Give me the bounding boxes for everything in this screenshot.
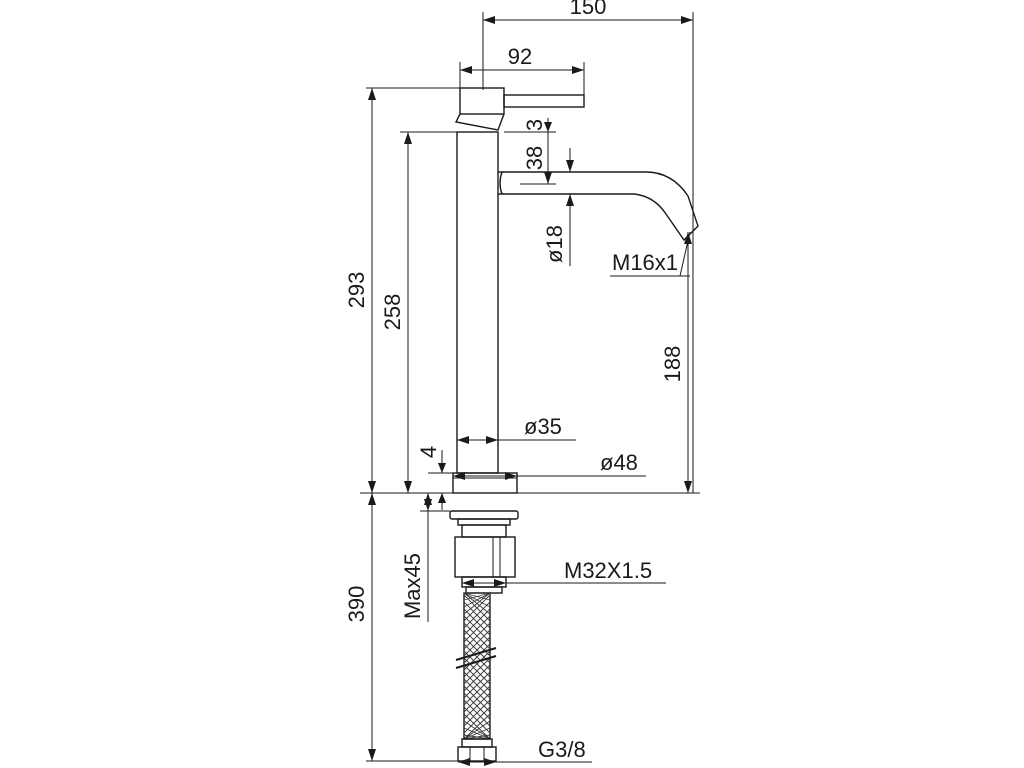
braid-strand	[463, 657, 491, 685]
braid-strand	[463, 727, 491, 740]
braid-strand	[463, 636, 491, 664]
braid-strand	[463, 678, 491, 706]
spout	[498, 171, 699, 242]
dim-spout-height: 188	[660, 346, 685, 383]
braid-strand	[463, 592, 491, 615]
handle-cap	[459, 87, 505, 115]
dimension-labels: 150 92 293 258 3 38 ø18 M16x1 188 ø35 ø4…	[344, 0, 685, 762]
braid-strand	[463, 685, 491, 713]
dim-base-thickness: 4	[416, 446, 441, 458]
braid-strand	[463, 594, 491, 622]
dim-spout-gap: 38	[522, 146, 547, 170]
dim-aerator-thread: M16x1	[612, 250, 678, 275]
washer	[449, 510, 519, 520]
faucet-body	[456, 131, 499, 474]
faucet-outline	[360, 87, 700, 762]
break-mark-2	[455, 655, 497, 669]
hose-braid	[463, 592, 491, 740]
dim-hose-thread: G3/8	[538, 737, 586, 762]
braid-strand	[463, 622, 491, 650]
dim-hose-length: 390	[344, 586, 369, 623]
hose-end-nut	[457, 746, 497, 762]
braid-strand	[463, 713, 491, 740]
dim-spout-diameter: ø18	[542, 225, 567, 263]
dim-height-total: 293	[344, 272, 369, 309]
braid-strand	[463, 706, 491, 734]
washer-2	[457, 518, 511, 526]
dimension-lines	[366, 12, 694, 766]
braid-strand	[463, 692, 491, 720]
dim-shank-thread: M32X1.5	[564, 558, 652, 583]
dim-max-deck: Max45	[400, 553, 425, 619]
shank-stud	[461, 524, 507, 538]
dim-lever-height: 3	[522, 119, 547, 131]
dim-base-diameter: ø48	[600, 450, 638, 475]
braid-strand	[463, 650, 491, 678]
braid-strand	[463, 699, 491, 727]
dim-body-diameter: ø35	[524, 414, 562, 439]
break-mark	[455, 647, 497, 661]
mounting-nut	[454, 536, 516, 578]
dim-body-height: 258	[380, 294, 405, 331]
handle-skirt	[454, 113, 505, 131]
dim-width-total: 150	[570, 0, 607, 19]
braid-strand	[463, 615, 491, 643]
braid-strand	[463, 601, 491, 629]
dim-lever-width: 92	[508, 44, 532, 69]
braid-strand	[463, 608, 491, 636]
braid-strand	[463, 643, 491, 671]
braid-strand	[463, 629, 491, 657]
lever	[503, 94, 585, 108]
spout-joint	[499, 171, 503, 195]
braid-strand	[463, 592, 491, 608]
hose-ferrule	[465, 586, 503, 594]
hose-end-collar	[461, 738, 493, 748]
braid-strand	[463, 664, 491, 692]
braid-strand	[463, 671, 491, 699]
